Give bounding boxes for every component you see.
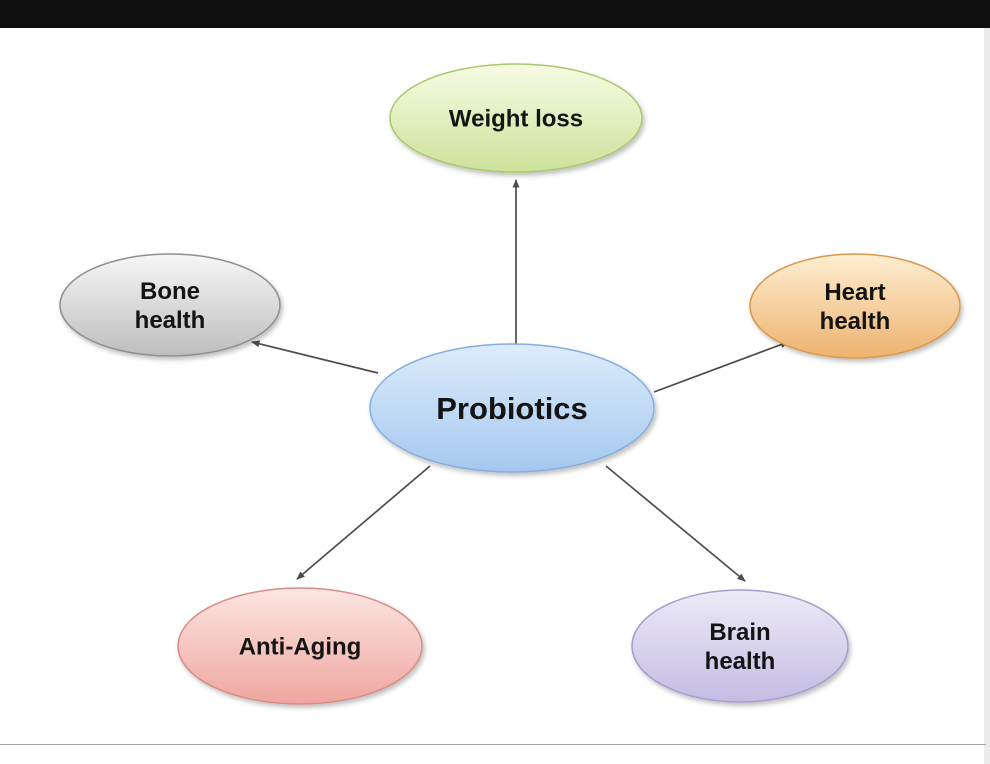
node-probiotics: Probiotics — [369, 343, 655, 473]
node-ellipse-anti-aging — [177, 587, 423, 705]
node-ellipse-brain-health — [631, 589, 849, 703]
node-ellipse-probiotics — [369, 343, 655, 473]
node-label-weight-loss: Weight loss — [449, 105, 583, 132]
node-label-probiotics: Probiotics — [436, 391, 588, 426]
node-anti-aging: Anti-Aging — [177, 587, 423, 705]
bottom-divider — [0, 744, 986, 745]
arrow-heart-health — [653, 341, 789, 393]
right-edge-strip — [984, 28, 990, 764]
arrow-bone-health — [251, 340, 379, 374]
top-bar — [0, 0, 990, 28]
arrow-anti-aging — [296, 465, 431, 580]
node-ellipse-heart-health — [749, 253, 961, 359]
node-label-anti-aging: Anti-Aging — [239, 633, 362, 660]
node-weight-loss: Weight loss — [389, 63, 643, 173]
node-ellipse-weight-loss — [389, 63, 643, 173]
node-ellipse-bone-health — [59, 253, 281, 357]
arrow-brain-health — [605, 465, 746, 582]
